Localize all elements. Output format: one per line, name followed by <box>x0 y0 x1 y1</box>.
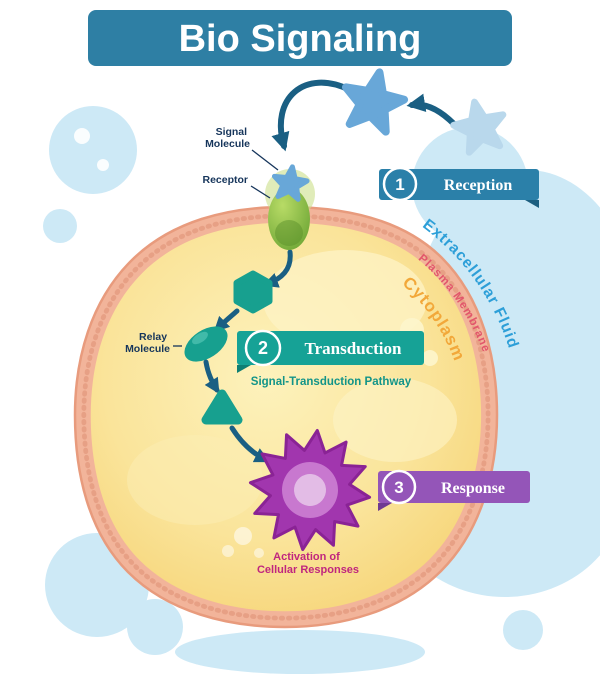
triangle-molecule-icon <box>201 389 243 425</box>
step-2-banner: 2 Transduction <box>237 329 424 373</box>
pathway-arrows <box>203 79 457 463</box>
callout-labels: Signal Molecule Receptor Relay Molecule … <box>125 126 359 576</box>
background-blob <box>503 610 543 650</box>
step-3-banner-background <box>378 471 530 503</box>
step-2-banner-background <box>237 331 424 365</box>
step-3-banner: 3 Response <box>378 469 530 511</box>
title-banner-background <box>88 10 512 66</box>
step-2-number: 2 <box>258 338 268 358</box>
title-banner: Bio Signaling <box>88 10 512 66</box>
step-3-ribbon-fold <box>378 503 392 511</box>
activation-label: Activation of Cellular Responses <box>257 551 359 576</box>
step-1-banner: 1 Reception <box>379 166 539 208</box>
reception-cluster <box>265 66 509 250</box>
pathway-label: Signal-Transduction Pathway <box>251 376 412 388</box>
cytoplasm-highlight <box>422 350 438 366</box>
arrow-signal-to-receptor <box>271 79 353 152</box>
arrow-relay2-to-relay3 <box>203 359 220 394</box>
step-2-label: Transduction <box>305 339 403 358</box>
step-1-label: Reception <box>444 177 513 194</box>
hexagon-molecule-icon <box>233 270 273 314</box>
relay-molecule-icon <box>184 326 228 362</box>
blob-highlight-dot <box>74 128 90 144</box>
relay-molecule-highlight <box>192 331 208 345</box>
step-1-banner-background <box>379 169 539 200</box>
page-title: Bio Signaling <box>179 18 422 60</box>
step-2-number-circle <box>244 329 282 367</box>
blob-highlight-dot <box>97 159 109 171</box>
step-3-label: Response <box>441 480 505 497</box>
cytoplasm-highlight <box>263 250 427 350</box>
receptor-pointer <box>250 185 271 199</box>
cytoplasm-highlight <box>234 527 252 545</box>
background-blob <box>560 548 584 572</box>
background-blob <box>43 209 77 243</box>
step-3-number: 3 <box>394 478 403 497</box>
cytoplasm-highlight <box>333 378 457 462</box>
cell <box>73 205 499 629</box>
step-2-ribbon-fold <box>237 365 251 373</box>
receptor-shape <box>268 188 310 250</box>
starburst-core <box>294 474 326 506</box>
signal-molecule-star-icon <box>339 66 409 134</box>
transduction-molecules <box>184 270 273 425</box>
receptor-label: Receptor <box>202 174 248 186</box>
step-1-number-circle <box>382 166 418 202</box>
step-1-number: 1 <box>395 175 404 194</box>
receptor-shadow <box>275 220 303 246</box>
cytoplasm-highlight <box>254 548 264 558</box>
background-blob <box>49 106 137 194</box>
step-1-ribbon-fold <box>525 200 539 208</box>
arrow-star-to-star <box>406 93 457 127</box>
signal-molecule-pointer <box>251 149 279 171</box>
cytoplasm-highlight <box>222 545 234 557</box>
signal-molecule-label: Signal Molecule <box>205 126 250 150</box>
background-blob <box>127 599 183 655</box>
relay-molecule-label: Relay Molecule <box>125 331 170 355</box>
cytoplasm-highlight <box>127 435 263 525</box>
background-blob <box>175 630 425 674</box>
response-starburst <box>248 428 372 552</box>
step-3-number-circle <box>381 469 417 505</box>
